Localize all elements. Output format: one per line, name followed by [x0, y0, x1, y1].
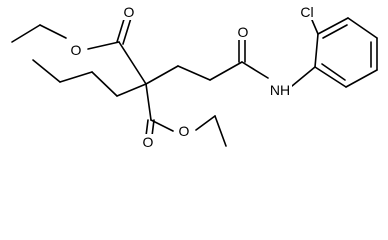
- atom-cl: Cl: [300, 4, 313, 20]
- bond-ring-c2-c3: [317, 17, 349, 35]
- bond-ring-inner-a: [322, 24, 348, 39]
- bond-n-aryl: [291, 66, 316, 87]
- atom-o-upper-carbonyl: O: [124, 4, 135, 20]
- bond-ring-c5-c6: [345, 69, 378, 88]
- bond-ring-c1-c2: [314, 33, 319, 68]
- bond-quat-butyl-1: [116, 83, 147, 97]
- atom-bg-o-upper-ester: [69, 42, 83, 58]
- bond-ring-inner-c: [321, 63, 346, 81]
- bond-ethyl-lower-ch3: [214, 115, 227, 147]
- bond-ch2-ch2: [177, 65, 211, 81]
- atom-o-upper-ester: O: [71, 42, 82, 58]
- bond-quat-ch2: [145, 65, 179, 85]
- atom-bg-o-amide: [236, 24, 250, 40]
- bond-o-ethyl-lower: [195, 115, 216, 131]
- atom-o-lower-carbonyl: O: [143, 134, 154, 150]
- canvas-background: [0, 0, 388, 166]
- atom-bg-o-upper-carbonyl: [122, 4, 136, 20]
- bond-o-carbonyl-upper: [87, 41, 120, 50]
- bond-quat-carbonyl-lower: [145, 83, 152, 121]
- chemical-structure-diagram: O O O NH Cl O O: [0, 0, 388, 166]
- bond-carbonyl-lower-o: [150, 119, 174, 132]
- bond-carbonyl-upper-double-a: [116, 15, 126, 43]
- bonds: [11, 15, 378, 147]
- bond-ethyl-upper-ch3: [11, 24, 41, 43]
- bond-butyl-2-3: [59, 71, 93, 83]
- atom-o-amide: O: [238, 24, 249, 40]
- bond-carbonyl-upper-double-b: [122, 17, 132, 45]
- bond-carbonyl-upper-quat: [118, 41, 147, 85]
- atom-bg-o-lower-carbonyl: [141, 134, 155, 150]
- bond-ethyl-upper-ch2-o: [39, 24, 67, 39]
- bond-amide-c-n: [241, 61, 269, 79]
- bond-ring-c3-c4: [347, 17, 378, 39]
- atom-labels: O O O NH Cl O O: [69, 4, 317, 150]
- atom-bg-o-lower-ester: [177, 123, 191, 139]
- atom-bg-nh: [268, 82, 292, 98]
- bond-ring-c6-c1: [314, 66, 347, 88]
- bond-butyl-1-2: [91, 71, 118, 97]
- bond-carbonyl-lower-double-b: [151, 119, 155, 137]
- atom-o-lower-ester: O: [179, 123, 190, 139]
- bond-ring-cl: [311, 19, 319, 35]
- bond-butyl-3-4: [32, 59, 61, 83]
- bond-ch2-amide-c: [209, 61, 243, 81]
- bond-carbonyl-lower-double-a: [145, 119, 149, 137]
- atom-nh: NH: [270, 82, 290, 98]
- atom-bg-cl: [297, 4, 317, 20]
